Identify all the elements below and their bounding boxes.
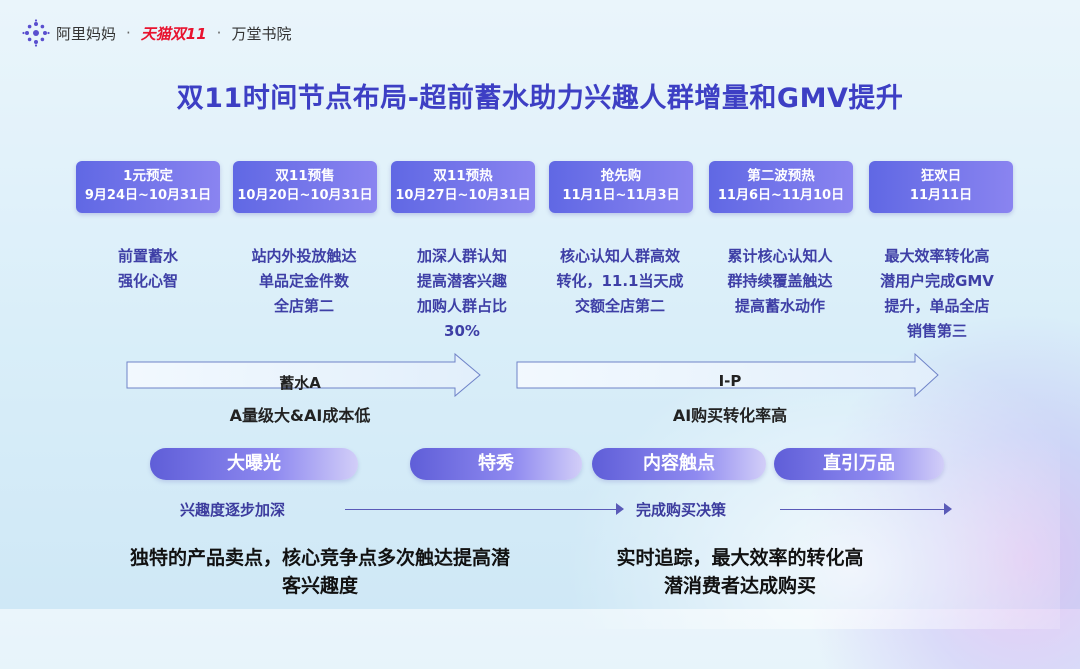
arrow-sub-conversion: AI购买转化率高: [672, 406, 788, 425]
flow-line-right: [780, 509, 950, 510]
phase-description-line: 交额全店第二: [574, 297, 665, 315]
phase-description: 加深人群认知提高潜客兴趣加购人群占比 30%: [387, 244, 537, 344]
bottom-text-right: 实时追踪，最大效率的转化高 潜消费者达成购买: [580, 544, 900, 600]
phase-description: 累计核心认知人群持续覆盖触达提高蓄水动作: [705, 244, 855, 319]
brand-separator-2: ·: [216, 24, 222, 42]
phase-description: 前置蓄水强化心智: [73, 244, 223, 294]
flow-text-interest: 兴趣度逐步加深: [180, 501, 286, 519]
phase-description-line: 核心认知人群高效: [559, 247, 680, 265]
phase-box: 狂欢日 11月11日: [869, 161, 1013, 213]
phase-description-line: 最大效率转化高: [884, 247, 990, 265]
phase-box: 双11预热 10月27日~10月31日: [391, 161, 535, 213]
phase-name: 抢先购: [600, 168, 642, 184]
brand-separator: ·: [126, 24, 131, 42]
phase-description-line: 前置蓄水: [117, 247, 178, 265]
flow-text-purchase: 完成购买决策: [636, 501, 727, 519]
brand-tmall: 天猫双11: [140, 24, 207, 43]
arrow-sub-storage: A量级大&AI成本低: [229, 406, 371, 425]
phase-date: 11月1日~11月3日: [562, 188, 680, 203]
page-title: 双11时间节点布局-超前蓄水助力兴趣人群增量和GMV提升: [176, 83, 904, 114]
phase-date: 9月24日~10月31日: [84, 188, 212, 203]
bottom-text-left: 独特的产品卖点，核心竞争点多次触达提高潜 客兴趣度: [80, 544, 560, 600]
arrow-storage: [125, 352, 483, 398]
phase-date: 10月20日~10月31日: [237, 188, 373, 203]
phase-description-line: 累计核心认知人: [727, 247, 833, 265]
phase-description-line: 站内外投放触达: [251, 247, 357, 265]
phase-description-line: 单品定金件数: [258, 272, 349, 290]
phase-description-line: 销售第三: [906, 322, 967, 340]
phase-name: 双11预售: [275, 168, 335, 184]
phase-box: 双11预售 10月20日~10月31日: [233, 161, 377, 213]
phase-description-line: 提高蓄水动作: [734, 297, 825, 315]
phase-box: 1元预定 9月24日~10月31日: [76, 161, 220, 213]
phase-name: 第二波预热: [747, 168, 815, 184]
alimama-logo-icon: [22, 19, 50, 47]
phase-date: 11月6日~11月10日: [717, 188, 845, 203]
bottom-right-line-2: 潜消费者达成购买: [663, 575, 816, 597]
phase-name: 狂欢日: [920, 168, 962, 184]
brand-header: 阿里妈妈 · 天猫双11 · 万堂书院: [22, 16, 291, 50]
phase-description: 站内外投放触达单品定金件数全店第二: [229, 244, 379, 319]
phase-description: 核心认知人群高效转化，11.1当天成交额全店第二: [545, 244, 695, 319]
arrow-label-conversion: I-P: [718, 372, 742, 390]
phase-description-line: 强化心智: [117, 272, 178, 290]
phase-description-line: 转化，11.1当天成: [556, 272, 684, 290]
phase-description-line: 30%: [444, 322, 480, 340]
phase-description-line: 全店第二: [273, 297, 334, 315]
phase-description-line: 提升，单品全店: [884, 297, 990, 315]
bottom-right-line-1: 实时追踪，最大效率的转化高: [616, 547, 864, 569]
phase-date: 10月27日~10月31日: [395, 188, 531, 203]
brand-alimama: 阿里妈妈: [56, 24, 117, 43]
pill-content-touch: 内容触点: [592, 448, 766, 480]
pill-exposure: 大曝光: [150, 448, 358, 480]
phase-description-line: 群持续覆盖触达: [727, 272, 833, 290]
phase-description-line: 加深人群认知: [416, 247, 507, 265]
bottom-left-line-2: 客兴趣度: [281, 575, 358, 597]
phase-description-line: 提高潜客兴趣: [416, 272, 507, 290]
brand-wantang: 万堂书院: [231, 24, 292, 43]
pill-direct-traffic: 直引万品: [774, 448, 944, 480]
pill-featured: 特秀: [410, 448, 582, 480]
phase-description-line: 潜用户完成GMV: [880, 272, 994, 290]
phase-box: 抢先购 11月1日~11月3日: [549, 161, 693, 213]
phase-name: 1元预定: [123, 168, 173, 184]
flow-arrowhead-right-icon: [944, 503, 952, 515]
bottom-left-line-1: 独特的产品卖点，核心竞争点多次触达提高潜: [129, 547, 510, 569]
arrow-label-storage: 蓄水A: [279, 374, 321, 392]
phase-description: 最大效率转化高潜用户完成GMV 提升，单品全店销售第三: [862, 244, 1012, 344]
flow-arrowhead-left-icon: [616, 503, 624, 515]
arrow-conversion: [515, 352, 940, 398]
phase-box: 第二波预热 11月6日~11月10日: [709, 161, 853, 213]
phase-date: 11月11日: [909, 188, 973, 203]
phase-name: 双11预热: [433, 168, 493, 184]
phase-description-line: 加购人群占比: [416, 297, 507, 315]
flow-line-left: [345, 509, 623, 510]
